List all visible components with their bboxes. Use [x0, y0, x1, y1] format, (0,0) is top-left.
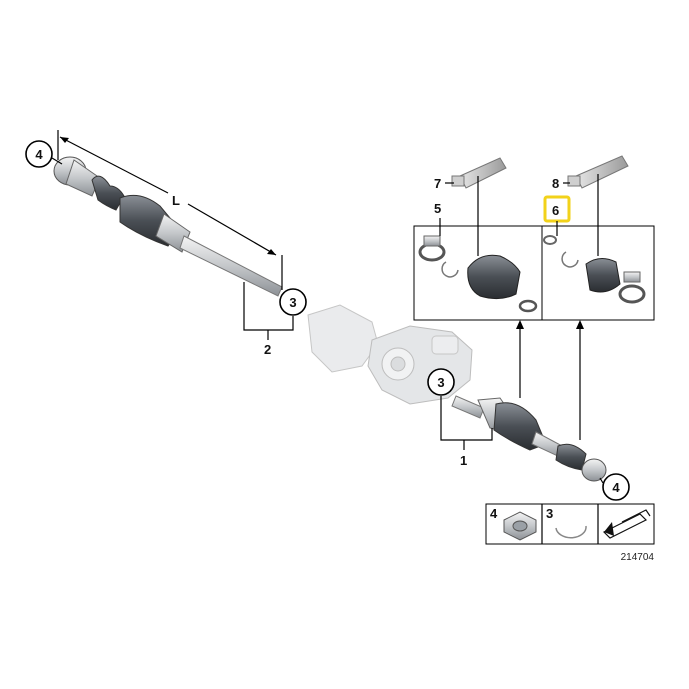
callout-1-bracket: 1	[440, 396, 493, 468]
dimension-l: L	[57, 130, 283, 290]
grease-tube-8	[567, 155, 629, 256]
drawing-number: 214704	[621, 552, 655, 563]
callout-5[interactable]: 5	[434, 201, 441, 216]
repair-kit-inner	[541, 225, 655, 321]
right-drive-shaft	[451, 395, 607, 482]
callout-2[interactable]: 2	[264, 342, 271, 357]
callout-4-right[interactable]: 4	[599, 473, 630, 501]
callout-8[interactable]: 8	[552, 176, 559, 191]
svg-text:4: 4	[35, 147, 43, 162]
legend-item-3: 3	[546, 506, 553, 521]
grease-tube-7	[451, 157, 507, 256]
callout-4-left[interactable]: 4	[25, 140, 63, 168]
svg-text:4: 4	[612, 480, 620, 495]
nut-icon	[503, 511, 537, 541]
repair-kit-outer	[413, 225, 543, 321]
legend-item-4: 4	[490, 506, 498, 521]
circlip-icon	[555, 525, 587, 539]
callout-3-left[interactable]: 3	[279, 288, 307, 316]
svg-text:3: 3	[437, 375, 444, 390]
transfer-case	[307, 304, 473, 405]
callout-2-bracket: 2	[243, 282, 294, 357]
legend: 4 3 214704	[485, 503, 655, 563]
callout-6[interactable]: 6	[552, 203, 559, 218]
callout-1[interactable]: 1	[460, 453, 467, 468]
left-drive-shaft	[53, 156, 283, 297]
dimension-l-label: L	[172, 193, 180, 208]
callout-7[interactable]: 7	[434, 176, 441, 191]
svg-text:3: 3	[289, 295, 296, 310]
tool-arrow-icon	[602, 509, 651, 539]
callout-3-mid[interactable]: 3	[427, 368, 455, 396]
